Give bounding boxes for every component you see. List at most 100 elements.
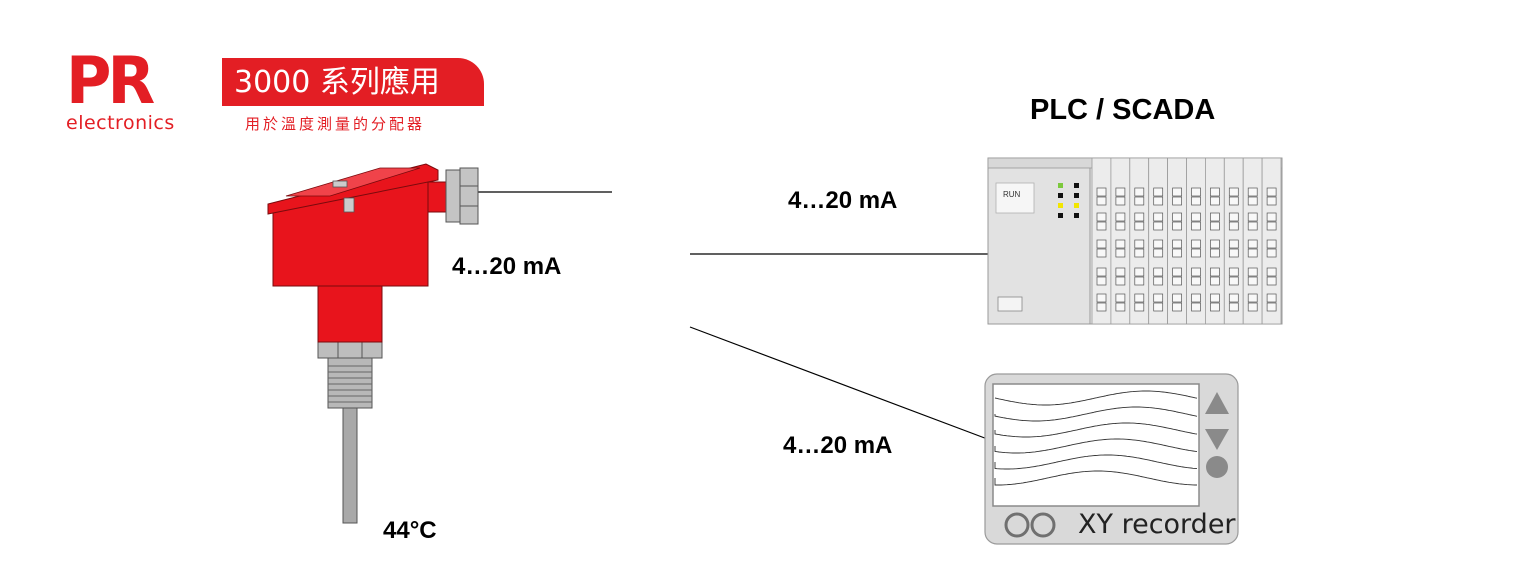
recorder-trace [994, 438, 1198, 454]
plc-terminal [1266, 302, 1277, 312]
plc-terminal [1134, 302, 1145, 312]
plc-terminal [1191, 302, 1201, 312]
plc-terminal [1247, 212, 1258, 222]
plc-terminal [1266, 221, 1277, 231]
signal-label-plc: 4…20 mA [788, 187, 898, 214]
plc-terminal [1172, 276, 1182, 286]
plc-terminal [1247, 187, 1258, 197]
plc-terminal [1172, 187, 1182, 197]
plc-terminal [1134, 276, 1145, 286]
plc-terminal [1172, 248, 1182, 258]
plc-terminal [1266, 196, 1277, 206]
plc-terminal [1266, 187, 1277, 197]
plc-terminal [1172, 212, 1182, 222]
plc-terminal [1153, 196, 1164, 206]
plc-terminal [1134, 212, 1145, 222]
plc-terminal [1153, 267, 1164, 277]
plc-terminal [1228, 276, 1239, 286]
plc-terminal [1096, 196, 1107, 206]
plc-terminal [1115, 302, 1126, 312]
plc-terminal [1210, 267, 1220, 277]
plc-terminal [1266, 293, 1277, 303]
plc-scada-title: PLC / SCADA [1030, 94, 1216, 126]
plc-terminal [1228, 239, 1239, 249]
recorder-trace [994, 470, 1197, 486]
plc-terminal [1134, 196, 1145, 206]
plc-terminal [1228, 267, 1239, 277]
plc-terminal [1115, 196, 1126, 206]
plc-terminal [1191, 248, 1201, 258]
plc-terminal [1247, 302, 1258, 312]
plc-terminal [1247, 221, 1258, 231]
pr-logo: PR [66, 42, 155, 119]
plc-terminal [1191, 212, 1201, 222]
plc-terminal [1191, 187, 1201, 197]
plc-terminal [1172, 196, 1182, 206]
plc-terminal [1172, 293, 1182, 303]
series-subtitle: 用於溫度測量的分配器 [245, 115, 426, 133]
plc-terminal [1228, 187, 1239, 197]
plc-terminal [1115, 187, 1126, 197]
plc-terminal [1115, 239, 1126, 249]
plc-terminal [1228, 196, 1239, 206]
plc-terminal [1115, 267, 1126, 277]
plc-terminal [1247, 248, 1258, 258]
plc-terminal [1153, 212, 1164, 222]
plc-terminal [1247, 293, 1258, 303]
plc-terminal [1191, 276, 1201, 286]
plc-terminal [1191, 239, 1201, 249]
plc-terminal [1134, 267, 1145, 277]
plc-terminal [1247, 276, 1258, 286]
plc-terminal [1153, 221, 1164, 231]
plc-terminal [1134, 187, 1145, 197]
plc-terminal [1266, 239, 1277, 249]
plc-terminal [1210, 293, 1220, 303]
plc-terminal [1134, 248, 1145, 258]
plc-terminal [1134, 221, 1145, 231]
plc-terminal [1134, 239, 1145, 249]
plc-terminal [1172, 221, 1182, 231]
xy-recorder-icon [984, 373, 1239, 545]
plc-run-label: RUN [1003, 190, 1021, 199]
plc-terminal [1096, 239, 1107, 249]
plc-terminal [1172, 239, 1182, 249]
plc-terminal [1228, 248, 1239, 258]
plc-terminal [1191, 267, 1201, 277]
plc-terminal [1134, 293, 1145, 303]
plc-terminal [1228, 212, 1239, 222]
plc-terminal [1266, 267, 1277, 277]
plc-terminal [1266, 248, 1277, 258]
series-title-badge: 3000 系列應用 [222, 58, 484, 106]
plc-terminal [1153, 187, 1164, 197]
plc-terminal [1191, 196, 1201, 206]
plc-terminal [1115, 212, 1126, 222]
plc-terminal [1191, 221, 1201, 231]
plc-terminal [1228, 221, 1239, 231]
plc-terminal [1096, 302, 1107, 312]
recorder-trace [994, 422, 1198, 438]
recorder-trace [994, 454, 1198, 470]
plc-terminal [1210, 196, 1220, 206]
plc-terminal [1210, 276, 1220, 286]
plc-terminal [1115, 221, 1126, 231]
plc-terminal [1228, 302, 1239, 312]
plc-terminal [1096, 293, 1107, 303]
recorder-trace [994, 390, 1198, 406]
recorder-label: XY recorder [1078, 509, 1236, 540]
plc-terminal [1153, 248, 1164, 258]
plc-terminal [1115, 248, 1126, 258]
plc-terminal [1228, 293, 1239, 303]
plc-terminal [1247, 239, 1258, 249]
plc-terminal [1247, 196, 1258, 206]
plc-terminal [1115, 276, 1126, 286]
plc-terminal [1096, 248, 1107, 258]
plc-terminal [1172, 302, 1182, 312]
signal-label-recorder: 4…20 mA [783, 432, 893, 459]
recorder-signal-line [689, 326, 991, 441]
recorder-trace [994, 406, 1198, 422]
plc-terminal [1153, 302, 1164, 312]
plc-terminal [1153, 293, 1164, 303]
plc-terminal [1153, 276, 1164, 286]
plc-terminal [1191, 293, 1201, 303]
